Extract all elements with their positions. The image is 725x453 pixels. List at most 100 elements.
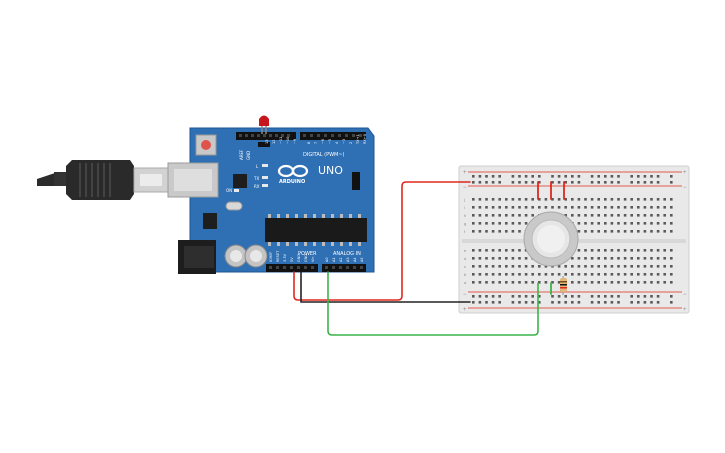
breadboard-hole[interactable]	[623, 265, 627, 268]
breadboard-hole[interactable]	[557, 175, 561, 178]
breadboard-hole[interactable]	[511, 222, 515, 225]
breadboard-hole[interactable]	[498, 273, 501, 276]
breadboard-hole[interactable]	[505, 273, 508, 276]
breadboard-hole[interactable]	[472, 175, 475, 178]
breadboard-hole[interactable]	[590, 265, 594, 268]
breadboard-hole[interactable]	[650, 181, 653, 184]
breadboard-hole[interactable]	[505, 257, 508, 260]
breadboard-hole[interactable]	[637, 206, 640, 209]
breadboard-hole[interactable]	[485, 301, 488, 304]
breadboard-hole[interactable]	[617, 273, 620, 276]
breadboard-hole[interactable]	[643, 265, 647, 268]
breadboard-hole[interactable]	[485, 257, 488, 260]
breadboard-hole[interactable]	[531, 273, 534, 276]
breadboard-hole[interactable]	[584, 222, 587, 225]
breadboard-hole[interactable]	[498, 198, 501, 201]
breadboard-hole[interactable]	[485, 214, 488, 217]
breadboard-hole[interactable]	[604, 214, 607, 217]
breadboard-hole[interactable]	[485, 273, 488, 276]
analog-header[interactable]	[322, 264, 366, 272]
breadboard-hole[interactable]	[623, 198, 627, 201]
breadboard-hole[interactable]	[610, 175, 614, 178]
breadboard-hole[interactable]	[663, 273, 666, 276]
breadboard-hole[interactable]	[472, 181, 475, 184]
breadboard-hole[interactable]	[511, 257, 515, 260]
breadboard-hole[interactable]	[498, 301, 501, 304]
breadboard-hole[interactable]	[472, 249, 475, 252]
breadboard-hole[interactable]	[498, 214, 501, 217]
breadboard-hole[interactable]	[584, 206, 587, 209]
breadboard-hole[interactable]	[617, 198, 620, 201]
breadboard-hole[interactable]	[564, 301, 567, 304]
breadboard-hole[interactable]	[590, 295, 594, 298]
breadboard-hole[interactable]	[505, 249, 508, 252]
breadboard-hole[interactable]	[650, 281, 653, 284]
breadboard-hole[interactable]	[670, 214, 673, 217]
breadboard-hole[interactable]	[617, 206, 620, 209]
breadboard-hole[interactable]	[617, 230, 620, 233]
breadboard-hole[interactable]	[630, 301, 633, 304]
breadboard-hole[interactable]	[557, 273, 561, 276]
breadboard-hole[interactable]	[597, 175, 600, 178]
wire-gnd-black[interactable]	[300, 271, 471, 303]
breadboard-hole[interactable]	[670, 230, 673, 233]
breadboard-hole[interactable]	[650, 214, 653, 217]
breadboard-hole[interactable]	[597, 206, 600, 209]
breadboard-hole[interactable]	[472, 273, 475, 276]
breadboard-hole[interactable]	[491, 206, 495, 209]
breadboard-hole[interactable]	[623, 222, 627, 225]
breadboard-hole[interactable]	[538, 273, 541, 276]
breadboard-hole[interactable]	[663, 222, 666, 225]
breadboard-hole[interactable]	[577, 222, 581, 225]
breadboard-hole[interactable]	[478, 198, 482, 201]
breadboard-hole[interactable]	[630, 214, 633, 217]
breadboard-hole[interactable]	[518, 257, 521, 260]
breadboard-hole[interactable]	[524, 301, 528, 304]
gas-sensor[interactable]	[523, 211, 579, 267]
breadboard-hole[interactable]	[623, 214, 627, 217]
breadboard-hole[interactable]	[564, 198, 567, 201]
breadboard-hole[interactable]	[577, 265, 581, 268]
breadboard-hole[interactable]	[656, 273, 660, 276]
breadboard-hole[interactable]	[617, 265, 620, 268]
breadboard-hole[interactable]	[551, 281, 554, 284]
breadboard-hole[interactable]	[564, 265, 567, 268]
breadboard-hole[interactable]	[590, 214, 594, 217]
breadboard-hole[interactable]	[524, 273, 528, 276]
breadboard-hole[interactable]	[505, 281, 508, 284]
breadboard-hole[interactable]	[670, 198, 673, 201]
breadboard-hole[interactable]	[604, 175, 607, 178]
breadboard-hole[interactable]	[511, 265, 515, 268]
breadboard-hole[interactable]	[491, 295, 495, 298]
breadboard-hole[interactable]	[670, 181, 673, 184]
breadboard-hole[interactable]	[538, 301, 541, 304]
breadboard-hole[interactable]	[538, 265, 541, 268]
breadboard-hole[interactable]	[656, 249, 660, 252]
breadboard-hole[interactable]	[650, 222, 653, 225]
wire-a0-green[interactable]	[327, 271, 539, 336]
breadboard-hole[interactable]	[491, 249, 495, 252]
breadboard-hole[interactable]	[505, 214, 508, 217]
breadboard-hole[interactable]	[478, 257, 482, 260]
breadboard-hole[interactable]	[485, 265, 488, 268]
breadboard-hole[interactable]	[485, 181, 488, 184]
breadboard-hole[interactable]	[597, 230, 600, 233]
breadboard-hole[interactable]	[511, 198, 515, 201]
breadboard-hole[interactable]	[597, 249, 600, 252]
breadboard-hole[interactable]	[663, 249, 666, 252]
breadboard-hole[interactable]	[577, 230, 581, 233]
breadboard-hole[interactable]	[643, 214, 647, 217]
usb-cable[interactable]	[37, 160, 169, 200]
breadboard-hole[interactable]	[538, 281, 541, 284]
breadboard-hole[interactable]	[518, 181, 521, 184]
breadboard-hole[interactable]	[610, 214, 614, 217]
breadboard-hole[interactable]	[637, 249, 640, 252]
breadboard-hole[interactable]	[551, 175, 554, 178]
breadboard-hole[interactable]	[604, 273, 607, 276]
breadboard-hole[interactable]	[544, 198, 548, 201]
breadboard-hole[interactable]	[637, 281, 640, 284]
breadboard-hole[interactable]	[656, 301, 660, 304]
breadboard-hole[interactable]	[485, 175, 488, 178]
breadboard-hole[interactable]	[538, 206, 541, 209]
breadboard-hole[interactable]	[604, 301, 607, 304]
